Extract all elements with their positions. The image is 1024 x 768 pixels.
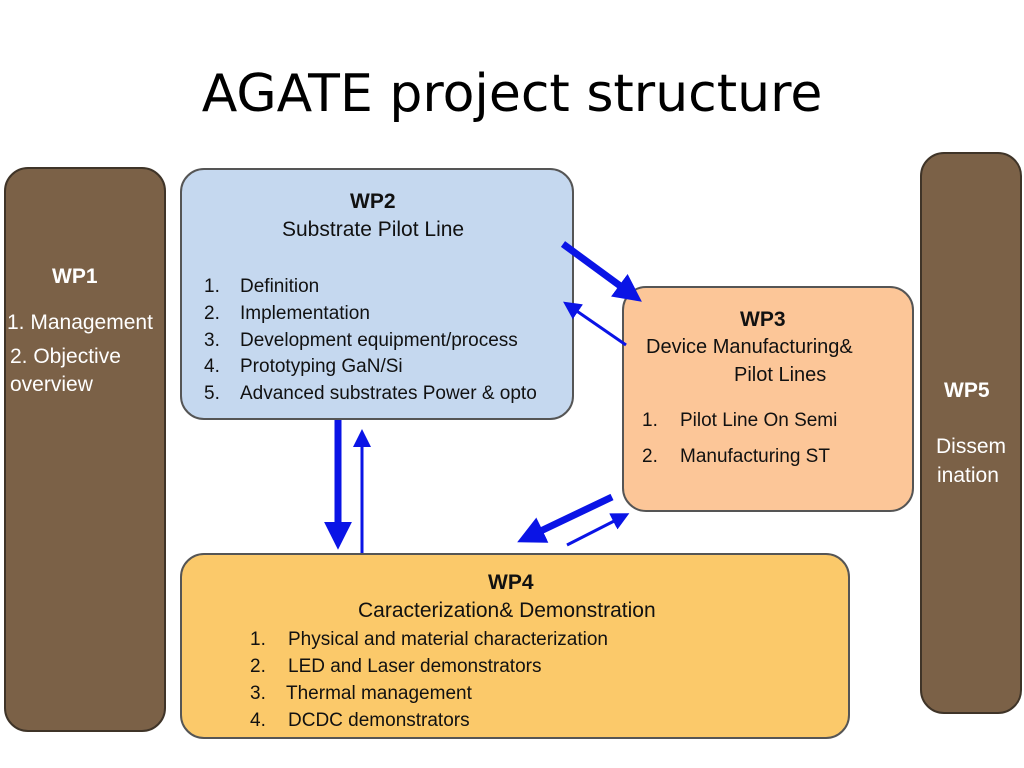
wp5-text-line2: ination [937,464,999,487]
wp3-item-num-2: 2. [642,446,658,467]
wp1-box: WP1 1. Management 2. Objective overview [4,167,166,732]
wp3-item-2: Manufacturing ST [680,446,830,467]
wp2-item-1: Definition [240,276,320,297]
wp4-item-1: Physical and material characterization [288,629,608,650]
wp1-heading: WP1 [52,265,98,288]
wp1-item-3: overview [10,373,93,396]
wp3-item-num-1: 1. [642,410,658,431]
wp2-item-num-2: 2. [204,303,220,324]
wp3-subtitle-line2: Pilot Lines [734,364,827,386]
wp4-item-2: LED and Laser demonstrators [288,656,542,677]
wp2-item-5: Advanced substrates Power & opto [240,383,537,404]
wp4-item-num-3: 3. [250,683,266,704]
wp5-box: WP5 Dissem ination [920,152,1022,714]
wp2-box: WP2 Substrate Pilot Line 1. Definition 2… [180,168,574,420]
wp3-item-1: Pilot Line On Semi [680,410,838,431]
wp4-item-4: DCDC demonstrators [288,710,470,731]
slide-title: AGATE project structure [201,64,823,124]
wp2-item-num-3: 3. [204,330,220,351]
wp1-item-1: 1. Management [7,311,153,334]
wp2-item-num-1: 1. [204,276,220,297]
arrow-wp3-to-wp2 [563,301,627,347]
wp4-item-num-4: 4. [250,710,266,731]
wp5-text-line1: Dissem [936,435,1007,458]
wp3-subtitle-line1: Device Manufacturing& [646,336,853,358]
wp2-subtitle: Substrate Pilot Line [282,218,465,241]
wp2-item-num-5: 5. [204,383,220,404]
wp4-heading: WP4 [488,571,534,594]
wp4-box: WP4 Caracterization& Demonstration 1. Ph… [180,553,850,739]
wp3-heading: WP3 [740,308,786,331]
wp4-item-num-2: 2. [250,656,266,677]
wp2-item-4: Prototyping GaN/Si [240,356,403,377]
wp5-heading: WP5 [944,379,990,402]
arrow-wp3-to-wp4 [517,493,614,543]
wp3-box: WP3 Device Manufacturing& Pilot Lines 1.… [622,286,914,512]
wp2-item-2: Implementation [240,303,370,324]
wp2-heading: WP2 [350,190,396,213]
wp4-item-3: Thermal management [286,683,472,704]
wp4-item-num-1: 1. [250,629,266,650]
arrow-wp4-to-wp3 [566,513,630,547]
wp1-item-2: 2. Objective [10,345,121,368]
wp2-item-3: Development equipment/process [240,330,518,351]
wp2-item-num-4: 4. [204,356,220,377]
wp4-subtitle: Caracterization& Demonstration [358,599,656,622]
